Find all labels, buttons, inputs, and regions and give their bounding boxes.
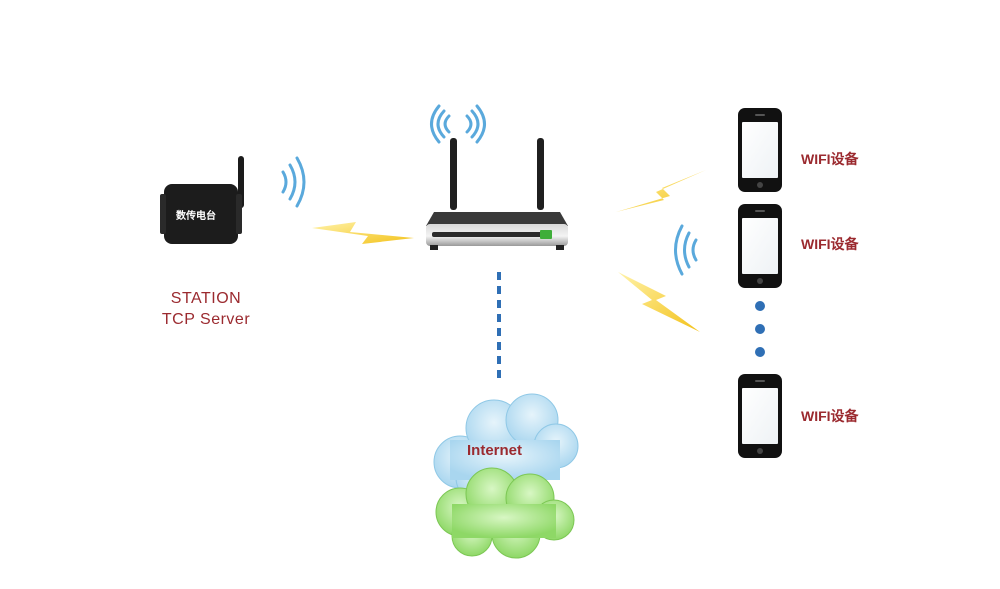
- lightning-bolt-icon: [616, 170, 706, 212]
- router-status-led: [540, 230, 552, 239]
- wireless-router: [426, 138, 568, 250]
- router-antenna-right: [537, 138, 544, 210]
- lightning-bolt-icon: [312, 222, 414, 244]
- smartphone-icon: [738, 204, 782, 288]
- wifi-device-label-3: WIFI设备: [801, 408, 859, 424]
- lightning-bolt-icon: [618, 272, 700, 332]
- device-wifi-signal-icon: [674, 224, 698, 276]
- radio-station-device: [160, 156, 244, 244]
- station-device-text: 数传电台: [176, 211, 216, 222]
- wifi-device-label-1: WIFI设备: [801, 151, 859, 167]
- station-body: [164, 184, 238, 244]
- internet-label: Internet: [467, 442, 523, 459]
- wifi-device-label-2: WIFI设备: [801, 236, 859, 252]
- wifi-signal-icon: [281, 156, 306, 208]
- internet-cloud-green: [435, 467, 575, 559]
- ellipsis-dots: [755, 301, 765, 357]
- smartphone-icon: [738, 374, 782, 458]
- smartphone-icon: [738, 108, 782, 192]
- station-label-line1: STATION: [170, 290, 242, 307]
- router-wifi-signal-icon: [430, 104, 486, 144]
- station-label-line2: TCP Server: [161, 311, 251, 328]
- router-antenna-left: [450, 138, 457, 210]
